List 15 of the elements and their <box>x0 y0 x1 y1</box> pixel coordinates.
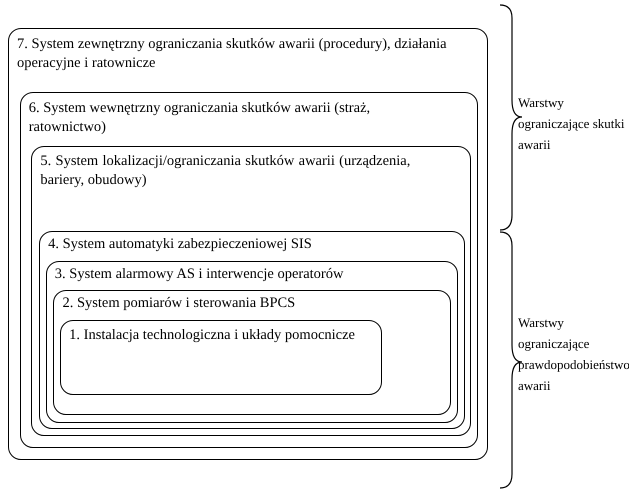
layer-title: 5. System lokalizacji/ograniczania skutków awarii (urządzenia, bariery, obudowy) <box>40 152 410 190</box>
layer-box <box>60 320 382 396</box>
layer-title: 1. Instalacja technologiczna i układy pomocnicze <box>69 326 356 346</box>
layer-box <box>20 92 478 448</box>
layer-box <box>8 28 488 460</box>
layer-title: 4. System automatyki zabezpieczeniowej SIS <box>48 235 313 254</box>
layer-title: 2. System pomiarów i sterowania BPCS <box>62 294 296 314</box>
layer-box <box>53 290 452 416</box>
layer-title: 7. System zewnętrzny ograniczania skutków awarii (procedury), działania operacyjne i ratownicze <box>17 35 447 73</box>
layer-title: 6. System wewnętrzny ograniczania skutków awarii (straż, ratownictwo) <box>28 98 372 137</box>
layer-box <box>46 260 458 423</box>
layer-box <box>39 231 466 430</box>
layer-title: 3. System alarmowy AS i interwencje operatorów <box>54 264 344 284</box>
group-label: Warstwy ograniczające skutki awarii <box>518 94 626 154</box>
layer-box <box>31 146 472 436</box>
